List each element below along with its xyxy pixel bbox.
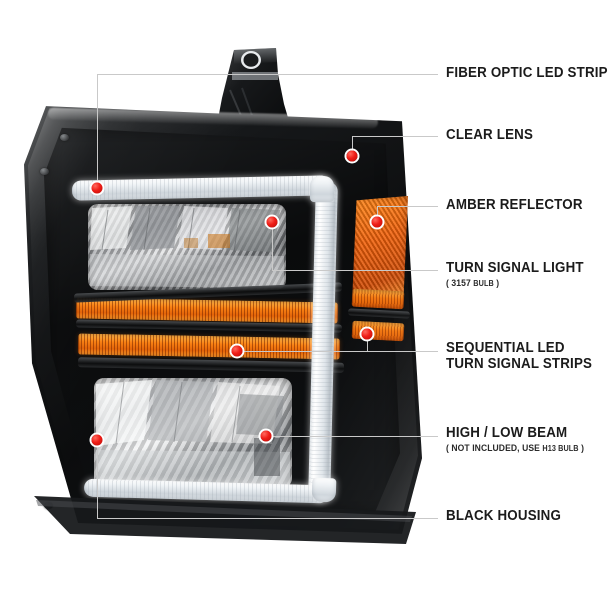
marker-black-housing[interactable] — [91, 434, 103, 446]
leader-amber-reflector-vertical — [377, 206, 378, 222]
callout-label-black-housing: BLACK HOUSING — [446, 508, 562, 525]
callout-label-turn-signal-light: TURN SIGNAL LIGHT ( 3157 BULB ) — [446, 260, 584, 289]
screw-boss — [60, 134, 69, 141]
callout-label-amber-reflector: AMBER REFLECTOR — [446, 197, 583, 214]
callout-text-turn-signal-light: TURN SIGNAL LIGHT — [446, 260, 584, 276]
screw-boss — [40, 168, 49, 175]
amber-side-strip-upper — [351, 288, 405, 310]
marker-fiber-optic-led-strip[interactable] — [91, 182, 103, 194]
marker-amber-reflector[interactable] — [371, 216, 383, 228]
callout-sub-tiny-turn-signal: BULB — [473, 278, 494, 288]
leader-high-low-beam-horizontal — [266, 436, 438, 437]
callout-text-high-low-beam: HIGH / LOW BEAM — [446, 425, 568, 441]
callout-sub-turn-signal-light: ( 3157 BULB ) — [446, 278, 584, 289]
marker-turn-signal-light[interactable] — [266, 216, 278, 228]
callout-label-fiber-optic-led-strip: FIBER OPTIC LED STRIP — [446, 65, 608, 82]
callout-text-black-housing: BLACK HOUSING — [446, 508, 562, 524]
callout-text-clear-lens: CLEAR LENS — [446, 127, 534, 143]
leader-sequential-led-branch — [367, 334, 368, 351]
amber-reflector-panel — [352, 196, 408, 304]
leader-black-housing-vertical — [97, 440, 98, 518]
leader-clear-lens-vertical — [352, 136, 353, 156]
leader-sequential-led-horizontal — [237, 351, 438, 352]
amber-side-strip-lower — [351, 320, 405, 342]
leader-black-housing-horizontal — [97, 518, 438, 519]
marker-clear-lens[interactable] — [346, 150, 358, 162]
leader-amber-reflector-horizontal — [377, 206, 438, 207]
leader-turn-signal-horizontal — [272, 270, 438, 271]
callout-label-sequential-led-turn-signal-strips: SEQUENTIAL LED TURN SIGNAL STRIPS — [446, 340, 593, 372]
leader-fiber-optic-horizontal — [97, 74, 438, 75]
callout-text-sequential-led-line2: TURN SIGNAL STRIPS — [446, 355, 593, 372]
housing-bottom-lip — [34, 496, 416, 544]
callout-label-high-low-beam: HIGH / LOW BEAM ( NOT INCLUDED, USE H13 … — [446, 425, 584, 454]
marker-sequential-led-strip-main[interactable] — [231, 345, 243, 357]
upper-reflector-chamber — [88, 204, 286, 290]
fiber-optic-led-strip-corner-top — [310, 176, 334, 202]
callout-text-amber-reflector: AMBER REFLECTOR — [446, 197, 583, 213]
marker-sequential-led-strip-side[interactable] — [361, 328, 373, 340]
marker-high-low-beam[interactable] — [260, 430, 272, 442]
callout-sub-tiny-high-low: H13 BULB — [542, 443, 579, 453]
leader-clear-lens-horizontal — [352, 136, 438, 137]
callout-sub-close-turn-signal: ) — [496, 277, 500, 288]
callout-sub-open-turn-signal: ( 3157 — [446, 277, 471, 288]
leader-turn-signal-vertical — [272, 222, 273, 270]
callout-label-clear-lens: CLEAR LENS — [446, 127, 534, 144]
lower-reflector-chamber — [94, 378, 292, 488]
callout-sub-high-low-beam: ( NOT INCLUDED, USE H13 BULB ) — [446, 443, 584, 454]
callout-sub-close-high-low: ) — [581, 442, 585, 453]
leader-fiber-optic-vertical — [97, 74, 98, 188]
callout-text-fiber-optic-led-strip: FIBER OPTIC LED STRIP — [446, 65, 608, 81]
callout-text-sequential-led-line1: SEQUENTIAL LED — [446, 340, 565, 356]
callout-sub-open-high-low: ( NOT INCLUDED, USE — [446, 442, 540, 453]
